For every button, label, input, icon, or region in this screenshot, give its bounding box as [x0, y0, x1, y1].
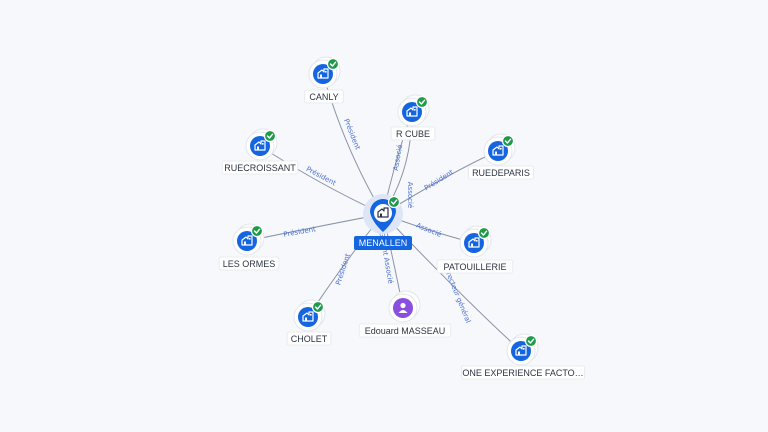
- edge-label: Président: [342, 118, 362, 152]
- verified-check-icon: [311, 300, 325, 314]
- center-label-text: MENALLEN: [359, 238, 408, 248]
- node-label-ruecroissant-text: RUECROISSANT: [224, 163, 296, 173]
- verified-check-icon: [387, 195, 401, 209]
- company-icon: [492, 145, 504, 156]
- person-icon: [398, 302, 408, 313]
- edge-line: [382, 213, 522, 352]
- edge-label: Président: [283, 225, 317, 239]
- node-label-rcube: R CUBE: [390, 126, 436, 141]
- node-rueparis[interactable]: RUEDEPARIS: [468, 133, 534, 180]
- verified-check-icon: [263, 129, 277, 143]
- center-label: MENALLEN: [354, 236, 412, 250]
- node-label-patouillerie-text: PATOUILLERIE: [443, 262, 506, 272]
- node-label-rueparis: RUEDEPARIS: [468, 165, 534, 180]
- company-icon: [302, 311, 314, 322]
- node-patouillerie[interactable]: PATOUILLERIE: [436, 225, 514, 274]
- node-label-cholet-text: CHOLET: [291, 334, 328, 344]
- company-icon: [254, 140, 266, 151]
- node-label-ruecroissant: RUECROISSANT: [221, 160, 299, 175]
- company-icon: [468, 237, 480, 248]
- company-icon: [515, 345, 527, 356]
- node-lesormes[interactable]: LES ORMES: [218, 223, 280, 271]
- company-icon: [406, 106, 418, 117]
- node-label-lesormes-text: LES ORMES: [223, 259, 276, 269]
- verified-check-icon: [477, 226, 491, 240]
- verified-check-icon: [415, 95, 429, 109]
- company-icon: [377, 207, 389, 218]
- node-label-masseau-text: Edouard MASSEAU: [365, 326, 446, 336]
- node-label-canly: CANLY: [304, 89, 344, 104]
- company-icon: [241, 235, 253, 246]
- node-rcube[interactable]: R CUBE: [390, 94, 436, 141]
- node-ruecroissant[interactable]: RUECROISSANT: [221, 128, 299, 175]
- node-label-oneexp: ONE EXPERIENCE FACTO…: [460, 365, 586, 380]
- node-label-cholet: CHOLET: [286, 331, 332, 346]
- node-label-patouillerie: PATOUILLERIE: [436, 259, 514, 274]
- node-masseau[interactable]: Edouard MASSEAU: [358, 290, 452, 338]
- node-cholet[interactable]: CHOLET: [286, 299, 332, 346]
- node-oneexp[interactable]: ONE EXPERIENCE FACTO…: [460, 333, 586, 380]
- verified-check-icon: [326, 57, 340, 71]
- node-label-masseau: Edouard MASSEAU: [358, 323, 452, 338]
- verified-check-icon: [250, 224, 264, 238]
- node-label-lesormes: LES ORMES: [218, 256, 280, 271]
- node-label-rcube-text: R CUBE: [396, 129, 430, 139]
- edge-label: Associé: [406, 182, 414, 208]
- verified-check-icon: [501, 134, 515, 148]
- edge-label: Associé: [415, 221, 443, 238]
- node-label-rueparis-text: RUEDEPARIS: [472, 168, 530, 178]
- company-icon: [317, 68, 329, 79]
- node-label-oneexp-text: ONE EXPERIENCE FACTO…: [462, 368, 583, 378]
- node-label-canly-text: CANLY: [309, 92, 338, 102]
- center-node[interactable]: MENALLEN: [354, 194, 412, 250]
- verified-check-icon: [524, 334, 538, 348]
- edge-label: Associé: [392, 144, 404, 171]
- edge-label: Président: [334, 252, 352, 286]
- edge-label: Président: [423, 168, 455, 192]
- node-canly[interactable]: CANLY: [304, 56, 344, 104]
